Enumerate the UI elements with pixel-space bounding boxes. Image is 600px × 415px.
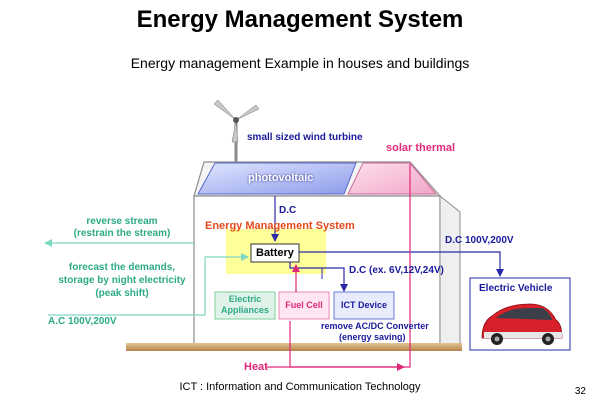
heat-label: Heat [244, 361, 268, 373]
ict-device-box [333, 291, 395, 320]
remove-converter-label: remove AC/DC Converter [321, 321, 429, 331]
electric-appliances-box [214, 291, 276, 320]
energy-saving-label: (energy saving) [339, 332, 406, 342]
ems-label: Energy Management System [205, 220, 355, 232]
ict-device-label: ICT Device [340, 300, 388, 310]
ict-arrow [289, 262, 348, 292]
page-title: Energy Management System [136, 6, 464, 33]
battery-box [250, 243, 300, 263]
ac-charge-line [48, 253, 249, 316]
electric-car-icon [481, 303, 563, 345]
battery-label: Battery [256, 247, 294, 259]
dc-label: D.C [279, 205, 297, 216]
restrain-stream-label: (restrain the stream) [73, 228, 171, 239]
storage-label: storage by night electricity [58, 275, 186, 286]
wind-turbine-label: small sized wind turbine [247, 132, 363, 143]
fuel-cell-label: Fuel Cell [285, 300, 323, 310]
ground [126, 343, 462, 351]
ac-label: A.C 100V,200V [48, 316, 117, 327]
solar-thermal-label: solar thermal [386, 142, 456, 154]
reverse-stream-label: reverse stream [86, 216, 158, 227]
dc-100-200-label: D.C 100V,200V [445, 235, 514, 246]
fuel-cell-box [278, 291, 330, 320]
photovoltaic-label: photovoltaic [248, 172, 314, 184]
page-subtitle: Energy management Example in houses and … [130, 55, 470, 71]
footer-note: ICT : Information and Communication Tech… [179, 381, 421, 393]
dc-ex-label: D.C (ex. 6V,12V,24V) [349, 265, 444, 276]
solar-thermal-panel [347, 162, 438, 195]
electric-appliances-label: Electric Appliances [220, 294, 269, 315]
wind-turbine-icon [213, 99, 260, 162]
electric-vehicle-label: Electric Vehicle [479, 283, 553, 294]
page-number: 32 [574, 386, 586, 397]
forecast-label: forecast the demands, [68, 262, 176, 273]
photovoltaic-panel [197, 162, 357, 195]
ev-arrow [299, 251, 504, 277]
peak-shift-label: (peak shift) [95, 288, 149, 299]
